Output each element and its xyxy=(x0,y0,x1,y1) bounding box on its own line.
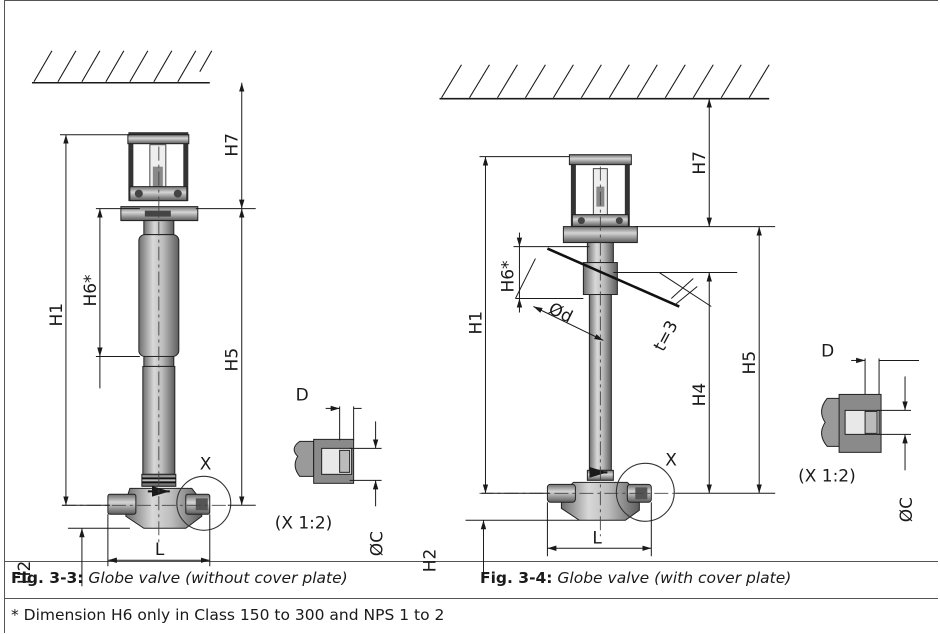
right-od-label: Ød xyxy=(545,299,575,328)
right-h1-label: H1 xyxy=(466,311,486,335)
right-h5-label: H5 xyxy=(740,351,760,375)
left-detail-scale-label: (X 1:2) xyxy=(275,513,333,533)
right-figure: H1 H6* H7 H4 H5 H2 L X Ød t=3 (X 1:2) D … xyxy=(421,64,920,577)
left-x-label: X xyxy=(200,454,212,474)
footnote-separator xyxy=(4,598,938,599)
right-detail-scale-label: (X 1:2) xyxy=(798,466,856,486)
left-h7-label: H7 xyxy=(223,133,243,157)
left-detail-view xyxy=(293,405,382,507)
left-figure: H1 H6* H7 H5 H2 L X (X 1:2) D ØC xyxy=(15,50,388,587)
right-l-label: L xyxy=(592,528,602,548)
left-h1-label: H1 xyxy=(47,303,67,327)
right-h2-label: H2 xyxy=(421,549,441,573)
right-detail-circle xyxy=(615,462,675,522)
caption-left-label: Fig. 3-3: xyxy=(11,569,84,587)
right-ceiling-hatch xyxy=(441,64,770,99)
right-detail-view xyxy=(821,357,920,471)
left-h6-label: H6* xyxy=(81,274,101,306)
left-dimension-lines xyxy=(59,82,256,587)
caption-right-label: Fig. 3-4: xyxy=(480,569,553,587)
right-h7-label: H7 xyxy=(690,151,710,175)
right-h6-label: H6* xyxy=(498,260,518,292)
left-l-label: L xyxy=(155,540,165,560)
right-d-label: D xyxy=(821,341,834,361)
footnote: * Dimension H6 only in Class 150 to 300 … xyxy=(11,606,445,624)
right-t-label: t=3 xyxy=(650,317,683,354)
caption-left-title: Globe valve (without cover plate) xyxy=(88,569,348,587)
frame-top-border xyxy=(4,0,938,1)
left-ceiling-hatch xyxy=(33,50,213,83)
caption-separator xyxy=(4,561,938,562)
right-h4-label: H4 xyxy=(690,383,710,407)
right-dimension-lines xyxy=(465,98,776,577)
right-oc-label: ØC xyxy=(897,497,917,522)
caption-right: Fig. 3-4: Globe valve (with cover plate) xyxy=(480,569,791,587)
left-d-label: D xyxy=(296,385,309,405)
left-detail-circle xyxy=(176,475,232,531)
caption-right-title: Globe valve (with cover plate) xyxy=(557,569,792,587)
left-h2-label: H2 xyxy=(15,561,35,585)
caption-left: Fig. 3-3: Globe valve (without cover pla… xyxy=(11,569,348,587)
cover-plate xyxy=(546,247,680,308)
left-h5-label: H5 xyxy=(223,348,243,372)
frame-left-border xyxy=(4,0,5,633)
left-oc-label: ØC xyxy=(368,531,388,556)
right-x-label: X xyxy=(665,450,677,470)
